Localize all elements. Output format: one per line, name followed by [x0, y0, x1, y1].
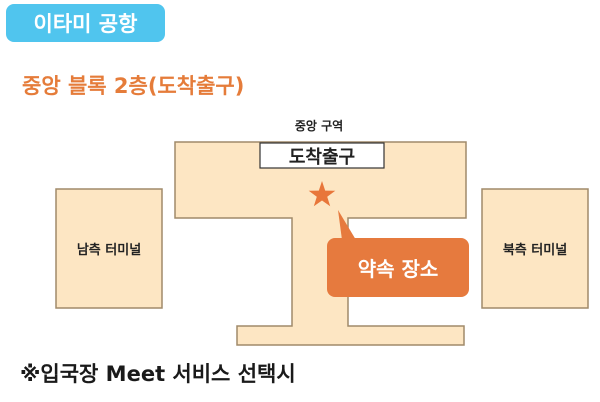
arrival-exit-label: 도착출구	[289, 147, 355, 168]
arrival-exit-box	[259, 142, 385, 169]
star-icon	[308, 181, 336, 207]
north-terminal-block	[481, 188, 589, 309]
north-terminal-label: 북측 터미널	[503, 242, 567, 258]
south-terminal-label: 남측 터미널	[77, 242, 141, 258]
floor-heading: 중앙 블록 2층(도착출구)	[22, 74, 245, 98]
meeting-point-label: 약속 장소	[358, 257, 439, 281]
callout-pointer	[338, 210, 356, 240]
airport-title: 이타미 공항	[33, 12, 138, 36]
airport-title-badge: 이타미 공항	[6, 4, 165, 42]
central-zone-label: 중앙 구역	[295, 118, 343, 133]
service-note: ※입국장 Meet 서비스 선택시	[20, 362, 296, 386]
central-block	[174, 141, 467, 346]
meeting-point-box	[327, 238, 469, 297]
south-terminal-block	[55, 188, 163, 309]
